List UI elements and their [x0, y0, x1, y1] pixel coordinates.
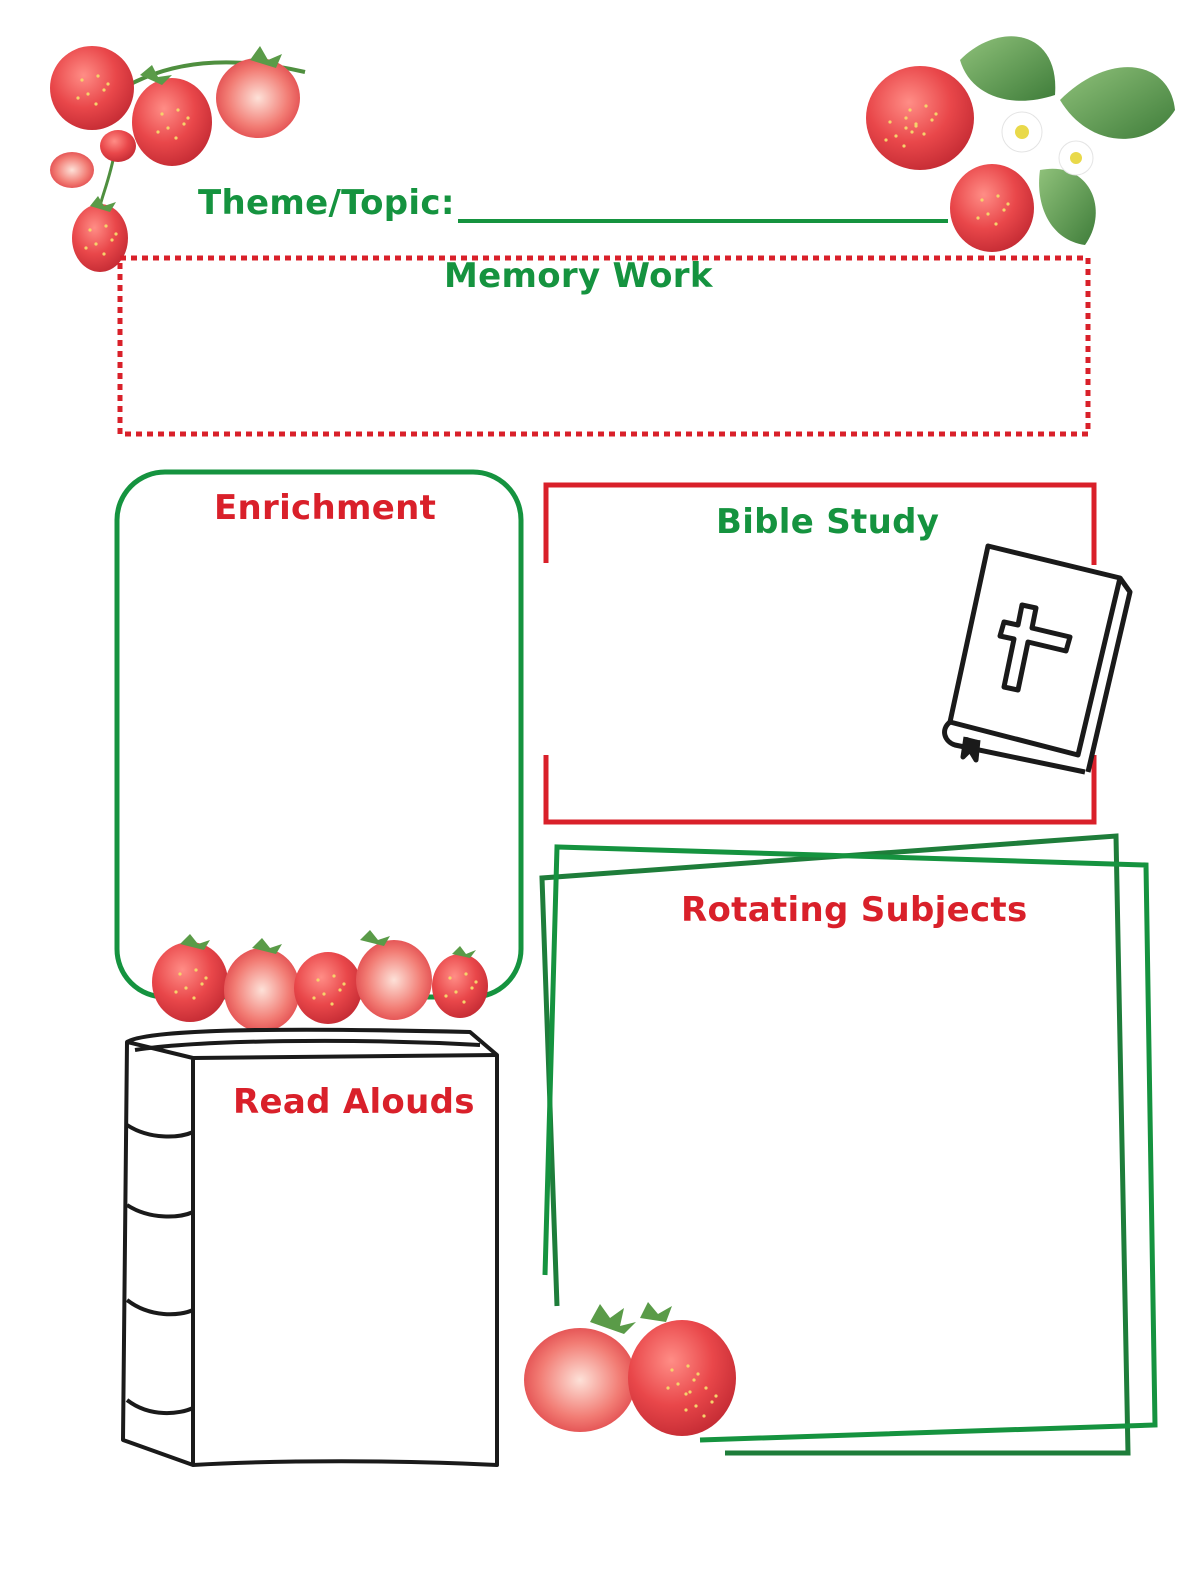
strawberry-row-enrichment [152, 930, 488, 1032]
enrichment-title: Enrichment [214, 488, 437, 528]
read-alouds-title: Read Alouds [233, 1082, 475, 1122]
strawberry-flowers-top-right [866, 36, 1175, 252]
enrichment-box [114, 469, 524, 1000]
bible-study-box [543, 482, 1097, 825]
theme-topic-label: Theme/Topic: [198, 183, 455, 223]
strawberry-cluster-top-left [50, 46, 306, 272]
rotating-subjects-frame [539, 833, 1158, 1456]
bible-icon [942, 543, 1133, 775]
strawberry-pair-bottom [524, 1302, 736, 1436]
bible-study-title: Bible Study [716, 502, 940, 542]
memory-work-box [117, 255, 1091, 437]
book-outline [121, 1027, 499, 1467]
rotating-subjects-title: Rotating Subjects [681, 890, 1028, 930]
flower-icon [1058, 140, 1094, 176]
flower-icon [1001, 111, 1043, 153]
memory-work-title: Memory Work [444, 256, 713, 296]
